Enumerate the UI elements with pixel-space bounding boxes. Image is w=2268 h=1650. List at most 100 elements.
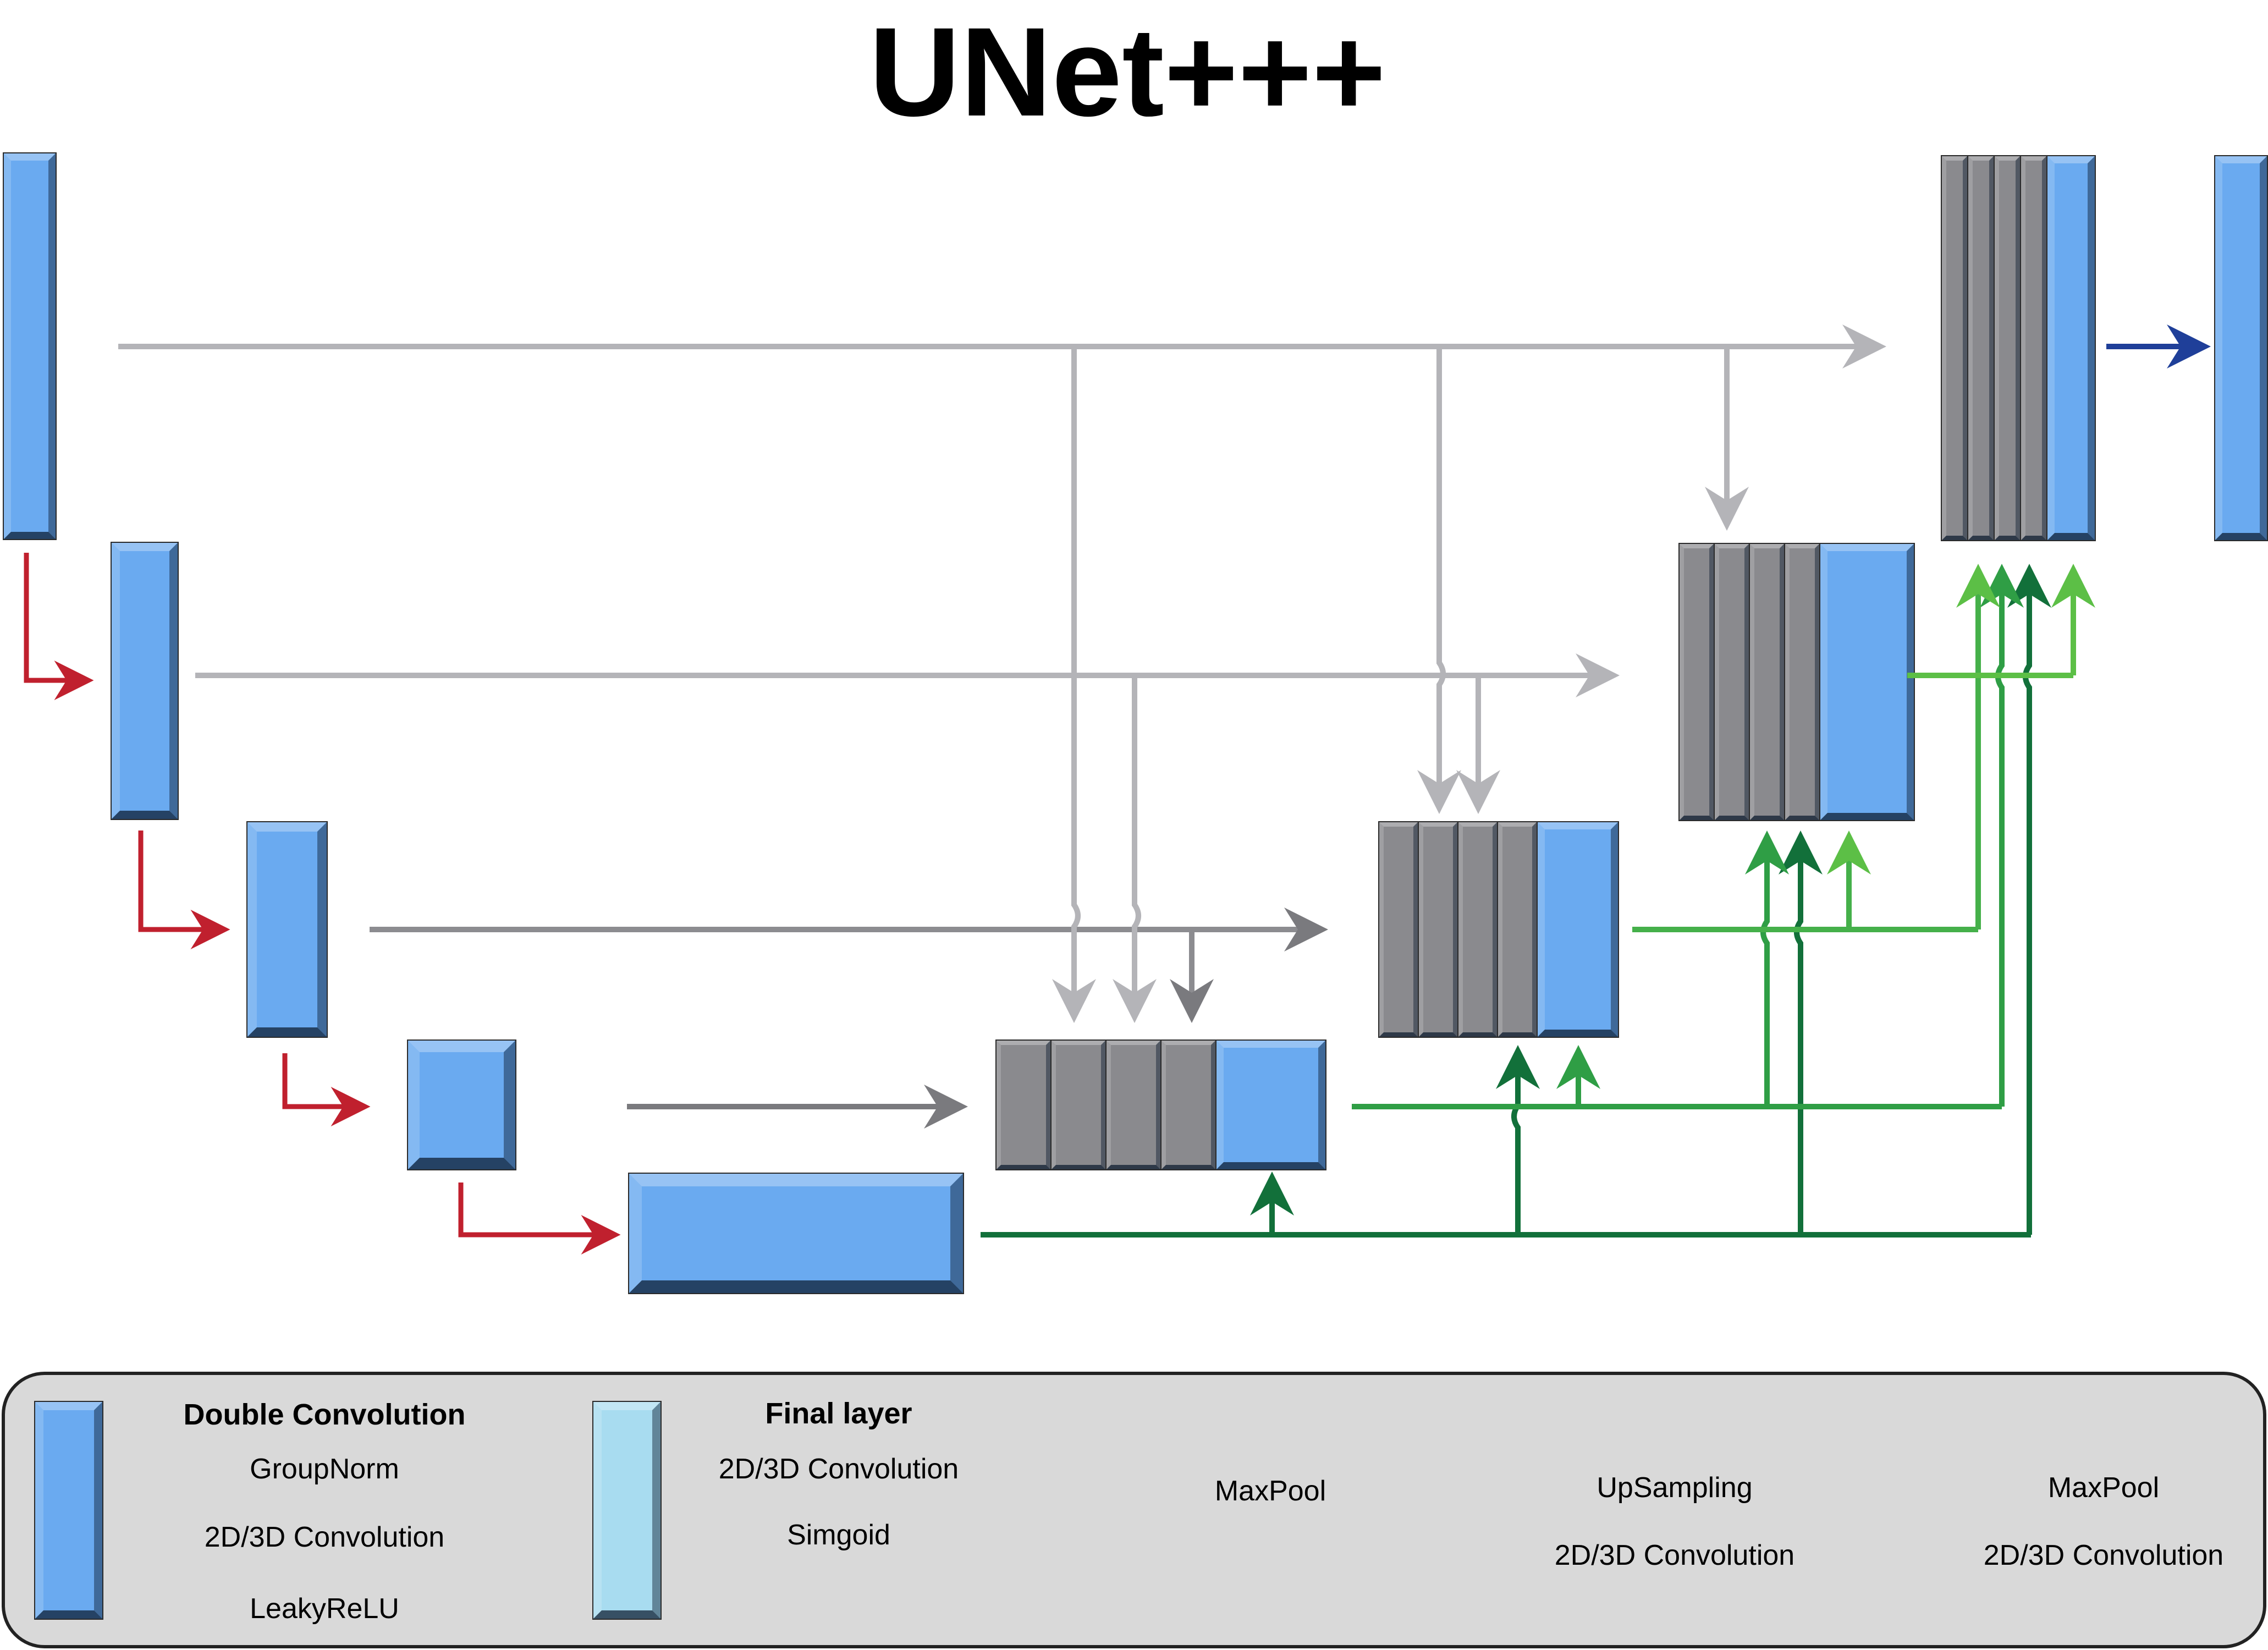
legend-double-conv-step-1: GroupNorm [250,1453,399,1485]
decoder-4-concat-strip-2-bevel-top [1051,1040,1106,1045]
decoder-4-concat-strip-3-bevel-left [1106,1040,1111,1170]
decoder-4-concat-strip-1-bevel-right [1046,1040,1051,1170]
decoder-4-concat-strip-2-bevel-left [1051,1040,1056,1170]
upsample-bottleneck-to-d3 [1496,1045,1540,1235]
decoder-2-concat-strip-2-bevel-bottom [1714,816,1749,821]
encoder-block-1-bevel-right [48,153,56,540]
decoder-1-concat-strip-2-bevel-right [1989,156,1994,541]
decoder-1-conv-block-bevel-right [2088,156,2095,541]
decoder-2-concat-strip-4-face [1785,543,1820,821]
encoder-block-1 [3,152,57,540]
decoder-3-concat-strip-3-bevel-top [1458,822,1498,827]
decoder-3-conv-block-bevel-top [1537,822,1619,829]
decoder-2-concat-strip-3 [1749,543,1785,821]
encoder-block-1-bevel-left [3,153,11,540]
output-final-block-bevel-bottom [2215,533,2267,541]
decoder-4-conv-block-outline [1215,1040,1326,1170]
upsample-d4-to-d1 [1980,564,2024,1107]
decoder-4-concat-strip-4-bevel-left [1161,1040,1166,1170]
decoder-4-concat-strip-3-bevel-top [1106,1040,1161,1045]
legend-double-conv-heading: Double Convolution [184,1398,466,1431]
decoder-3-concat-strip-1-bevel-right [1413,822,1418,1037]
decoder-3-conv-block-bevel-bottom [1537,1030,1619,1037]
upsample-d4-to-d2 [1745,831,1789,1107]
decoder-1-concat-strip-1-bevel-right [1963,156,1968,541]
decoder-1-concat-strip-3-bevel-top [1994,156,2021,161]
decoder-2-concat-strip-2-bevel-right [1744,543,1749,821]
decoder-2-concat-strip-4-bevel-left [1785,543,1790,821]
encoder-block-2 [111,542,179,820]
upsample-bottleneck-to-d2 [1779,831,1823,1235]
decoder-1-concat-strip-4-bevel-top [2021,156,2047,161]
decoder-4-concat-strip-1-bevel-top [996,1040,1051,1045]
legend-double-conv-swatch-bevel-right [94,1401,103,1619]
decoder-3-concat-strip-3-bevel-bottom [1458,1032,1498,1037]
decoder-2-concat-strip-2-face [1714,543,1749,821]
decoder-1-concat-strip-2-bevel-left [1968,156,1973,541]
decoder-1-concat-strip-1-face [1941,156,1968,541]
decoder-3-concat-strip-1-bevel-bottom [1379,1032,1418,1037]
decoder-1-concat-strip-2-face [1968,156,1994,541]
maxpool-arrow-2 [138,831,230,949]
decoder-1-concat-strip-4 [2020,155,2047,541]
output-final-block [2214,155,2268,541]
decoder-3-conv-block-bevel-left [1537,822,1545,1037]
legend: Double Convolution GroupNorm 2D/3D Convo… [2,1372,2266,1648]
decoder-1-concat-strip-3-bevel-bottom [1994,536,2021,541]
decoder-1-concat-strip-2-bevel-bottom [1968,536,1994,541]
decoder-4-concat-strip-1-face [996,1040,1051,1170]
decoder-4-concat-strip-4 [1160,1040,1216,1170]
decoder-3-concat-strip-4-bevel-bottom [1498,1032,1537,1037]
decoder-4-conv-block-face [1216,1040,1326,1170]
decoder-3-concat-strip-2-bevel-bottom [1418,1032,1458,1037]
encoder-block-1-bevel-bottom [3,532,56,540]
decoder-2-concat-strip-4-bevel-bottom [1785,816,1820,821]
decoder-3-concat-strip-3-bevel-right [1493,822,1498,1037]
decoder-1-concat-strip-2-bevel-top [1968,156,1994,161]
encoder-block-3-outline [246,821,328,1038]
decoder-3-concat-strip-1 [1378,821,1419,1038]
decoder-4-concat-strip-1-bevel-bottom [996,1165,1051,1170]
blocks-layer [3,152,2268,1294]
decoder-3-concat-strip-2 [1418,821,1458,1038]
decoder-1-concat-strip-3 [1994,155,2021,541]
maxpool-arrow-4 [458,1182,621,1255]
legend-swatches [34,1401,662,1620]
skip-drop-l1-to-d4 [1052,346,1096,1023]
decoder-2-conv-block [1819,543,1915,821]
decoder-2-concat-strip-3-bevel-bottom [1749,816,1785,821]
decoder-4-concat-strip-2-bevel-bottom [1051,1165,1106,1170]
encoder-block-4-bevel-left [408,1040,420,1170]
legend-final-layer-swatch-bevel-right [652,1401,661,1619]
legend-double-conv-swatch-bevel-top [35,1401,103,1410]
decoder-3-conv-block-face [1537,822,1619,1037]
skip-drop-l1-to-d3 [1417,346,1461,814]
decoder-2-concat-strip-1-face [1679,543,1714,821]
decoder-3-concat-strip-1-face [1379,822,1418,1037]
decoder-4-conv-block-bevel-left [1216,1040,1224,1170]
decoder-1-concat-strip-2 [1967,155,1995,541]
decoder-4-conv-block-bevel-bottom [1216,1162,1326,1170]
encoder-block-3-bevel-right [317,822,327,1037]
encoder-block-2-bevel-right [169,542,178,820]
output-final-block-face [2215,156,2267,541]
legend-final-layer-step-2: Simgoid [787,1519,890,1551]
bottleneck-block-bevel-bottom [629,1280,964,1294]
decoder-2-concat-strip-3-bevel-right [1780,543,1785,821]
output-final-block-bevel-top [2215,156,2267,163]
legend-double-conv-swatch-bevel-bottom [35,1610,103,1619]
decoder-1-conv-block-face [2047,156,2095,541]
encoder-block-3 [246,821,328,1038]
encoder-block-3-bevel-bottom [247,1027,327,1037]
decoder-4-concat-strip-4-face [1161,1040,1216,1170]
legend-double-conv-step-2: 2D/3D Convolution [205,1521,444,1553]
legend-upsampling-step-2: 2D/3D Convolution [1555,1539,1794,1571]
decoder-3-concat-strip-4-bevel-right [1532,822,1537,1037]
legend-double-conv-swatch-bevel-left [35,1401,43,1619]
decoder-4-conv-block-bevel-right [1318,1040,1326,1170]
decoder-3-concat-strip-4-bevel-top [1498,822,1537,827]
bottleneck-block [628,1173,964,1294]
decoder-1-concat-strip-1-bevel-bottom [1941,536,1968,541]
